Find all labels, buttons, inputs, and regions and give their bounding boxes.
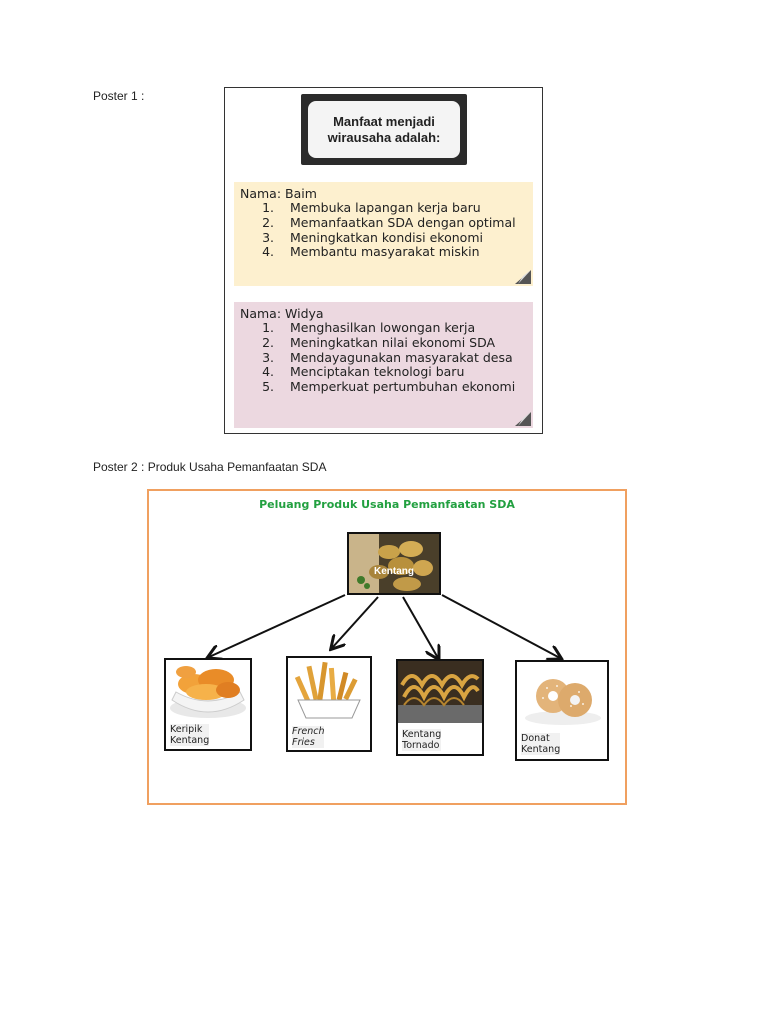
product-label: Keripik Kentang <box>170 724 210 746</box>
arrows-diagram <box>149 594 625 803</box>
poster1: Manfaat menjadi wirausaha adalah: Nama: … <box>224 87 543 434</box>
potato-donut-image <box>517 662 607 732</box>
potato-chips-image <box>166 660 250 720</box>
poster1-caption: Poster 1 : <box>93 89 145 103</box>
kentang-label: Kentang <box>374 566 414 577</box>
poster2: Peluang Produk Usaha Pemanfaatan SDA Ken… <box>147 489 627 805</box>
product-kentang-tornado: Kentang Tornado <box>396 659 484 756</box>
list-item: 5.Memperkuat pertumbuhan ekonomi <box>262 379 516 395</box>
product-donat-kentang: Donat Kentang <box>515 660 609 761</box>
list-item: 3.Mendayagunakan masyarakat desa <box>262 349 513 365</box>
note-widya: Nama: Widya 1.Menghasilkan lowongan kerj… <box>234 302 533 428</box>
list-item: 2.Meningkatkan nilai ekonomi SDA <box>262 334 496 350</box>
poster2-caption: Poster 2 : Produk Usaha Pemanfaatan SDA <box>93 460 327 474</box>
arrow-to-fries <box>332 596 379 648</box>
potatoes-image <box>349 534 439 593</box>
note-name: Nama: Widya <box>240 306 324 321</box>
arrow-to-keripik <box>209 594 346 657</box>
kentang-box: Kentang <box>347 532 441 595</box>
arrow-to-donat <box>441 594 560 658</box>
list-item: 4.Membantu masyarakat miskin <box>262 244 480 260</box>
benefit-list: 1.Menghasilkan lowongan kerja 2.Meningka… <box>240 320 527 395</box>
list-item: 3.Meningkatkan kondisi ekonomi <box>262 229 483 245</box>
product-label: Kentang Tornado <box>402 729 442 751</box>
list-item: 2.Memanfaatkan SDA dengan optimal <box>262 214 516 230</box>
list-item: 1.Menghasilkan lowongan kerja <box>262 320 476 335</box>
page-fold-icon <box>515 270 531 284</box>
arrow-to-tornado <box>402 596 438 658</box>
product-keripik-kentang: Keripik Kentang <box>164 658 252 751</box>
product-label: Donat Kentang <box>521 733 561 755</box>
french-fries-image <box>288 658 370 722</box>
poster2-title: Peluang Produk Usaha Pemanfaatan SDA <box>259 498 515 511</box>
note-baim: Nama: Baim 1.Membuka lapangan kerja baru… <box>234 182 533 286</box>
benefit-list: 1.Membuka lapangan kerja baru 2.Memanfaa… <box>240 200 527 260</box>
product-label: French Fries <box>292 726 325 748</box>
note-name: Nama: Baim <box>240 186 317 201</box>
poster1-title-board: Manfaat menjadi wirausaha adalah: <box>301 94 467 165</box>
page-fold-icon <box>515 412 531 426</box>
list-item: 4.Menciptakan teknologi baru <box>262 364 465 380</box>
product-french-fries: French Fries <box>286 656 372 752</box>
list-item: 1.Membuka lapangan kerja baru <box>262 200 481 215</box>
poster1-title: Manfaat menjadi wirausaha adalah: <box>327 113 441 145</box>
tornado-potato-image <box>398 661 482 723</box>
